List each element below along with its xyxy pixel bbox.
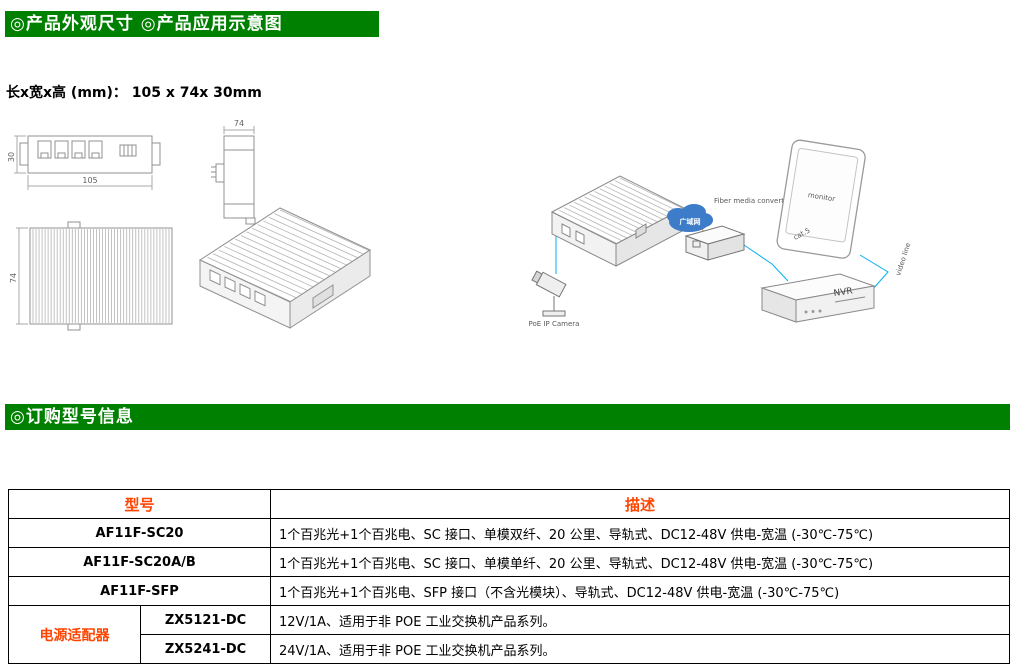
nvr-label: NVR [833,286,853,299]
mounting-ear-right [151,142,161,166]
rj45-ports-icon [37,140,103,159]
table-row: ZX5241-DC 24V/1A、适用于非 POE 工业交换机产品系列。 [9,634,1010,664]
heatsink-fins-icon [32,229,170,323]
mounting-ear-left [19,142,29,166]
nvr-icon: NVR [760,273,876,323]
front-view-drawing [14,135,161,190]
model-cell: ZX5241-DC [139,634,272,664]
description-cell: 1个百兆光+1个百兆电、SC 接口、单模单纤、20 公里、导轨式、DC12-48… [270,547,1010,577]
video-cable-line [859,254,889,291]
dimension-lines-30 [14,135,26,174]
camera-label: PoE IP Camera [529,320,580,328]
column-header-model: 型号 [7,489,272,519]
monitor-icon: monitor [776,139,866,259]
description-cell: 1个百兆光+1个百兆电、SFP 接口（不含光模块）、导轨式、DC12-48V 供… [270,576,1010,606]
application-diagram: 广域网 Fiber media converter monitor NVR Po… [529,139,912,328]
wan-cloud-icon: 广域网 [667,204,713,232]
model-cell: AF11F-SFP [7,576,272,606]
iso-ports-icon [209,269,266,307]
technical-drawings: 105 30 74 74 [8,119,372,331]
model-cell: ZX5121-DC [139,605,272,635]
description-cell: 24V/1A、适用于非 POE 工业交换机产品系列。 [270,634,1010,664]
dimensions-text: 长x宽x高 (mm)： 105 x 74x 30mm [6,85,262,101]
cat5-cable-line [743,244,789,282]
top-view-drawing [16,221,173,331]
side-view-drawing [211,126,256,225]
video-line-label: video line [894,242,912,277]
table-row: AF11F-SC20A/B 1个百兆光+1个百兆电、SC 接口、单模单纤、20 … [7,547,1010,577]
ordering-table: 型号 描述 AF11F-SC20 1个百兆光+1个百兆电、SC 接口、单模双纤、… [7,489,1010,664]
iso-fiber-port-icon [312,284,334,309]
dimension-label-74-top: 74 [234,119,244,128]
dimension-lines-74-left [16,227,28,325]
section-title-appearance: ◎产品外观尺寸 ◎产品应用示意图 [5,11,379,37]
model-cell: AF11F-SC20 [7,518,272,548]
fiber-converter-label: Fiber media converter [714,197,791,205]
adapter-group-cell: 电源适配器 [8,605,141,664]
section-title-ordering: ◎订购型号信息 [5,404,1010,430]
dimension-label-74-left: 74 [9,273,18,283]
dimension-label-105: 105 [82,176,97,185]
dimension-label-30: 30 [8,152,16,162]
table-row: 电源适配器 ZX5121-DC 12V/1A、适用于非 POE 工业交换机产品系… [8,605,1010,664]
pin-header-icon [211,163,225,183]
terminal-block-icon [119,144,137,157]
column-header-description: 描述 [270,489,1010,519]
dimension-lines-105 [27,175,153,190]
table-row: AF11F-SC20 1个百兆光+1个百兆电、SC 接口、单模双纤、20 公里、… [7,518,1010,548]
din-clip-icon [245,217,256,225]
description-cell: 12V/1A、适用于非 POE 工业交换机产品系列。 [270,605,1010,635]
table-header-row: 型号 描述 [7,489,1010,519]
switch-icon [550,175,686,267]
poe-camera-icon [531,270,567,317]
media-converter-icon [684,225,746,261]
table-row: AF11F-SFP 1个百兆光+1个百兆电、SFP 接口（不含光模块）、导轨式、… [7,576,1010,606]
isometric-view-drawing [198,207,372,329]
description-cell: 1个百兆光+1个百兆电、SC 接口、单模双纤、20 公里、导轨式、DC12-48… [270,518,1010,548]
model-cell: AF11F-SC20A/B [7,547,272,577]
wan-cloud-label: 广域网 [680,217,701,226]
